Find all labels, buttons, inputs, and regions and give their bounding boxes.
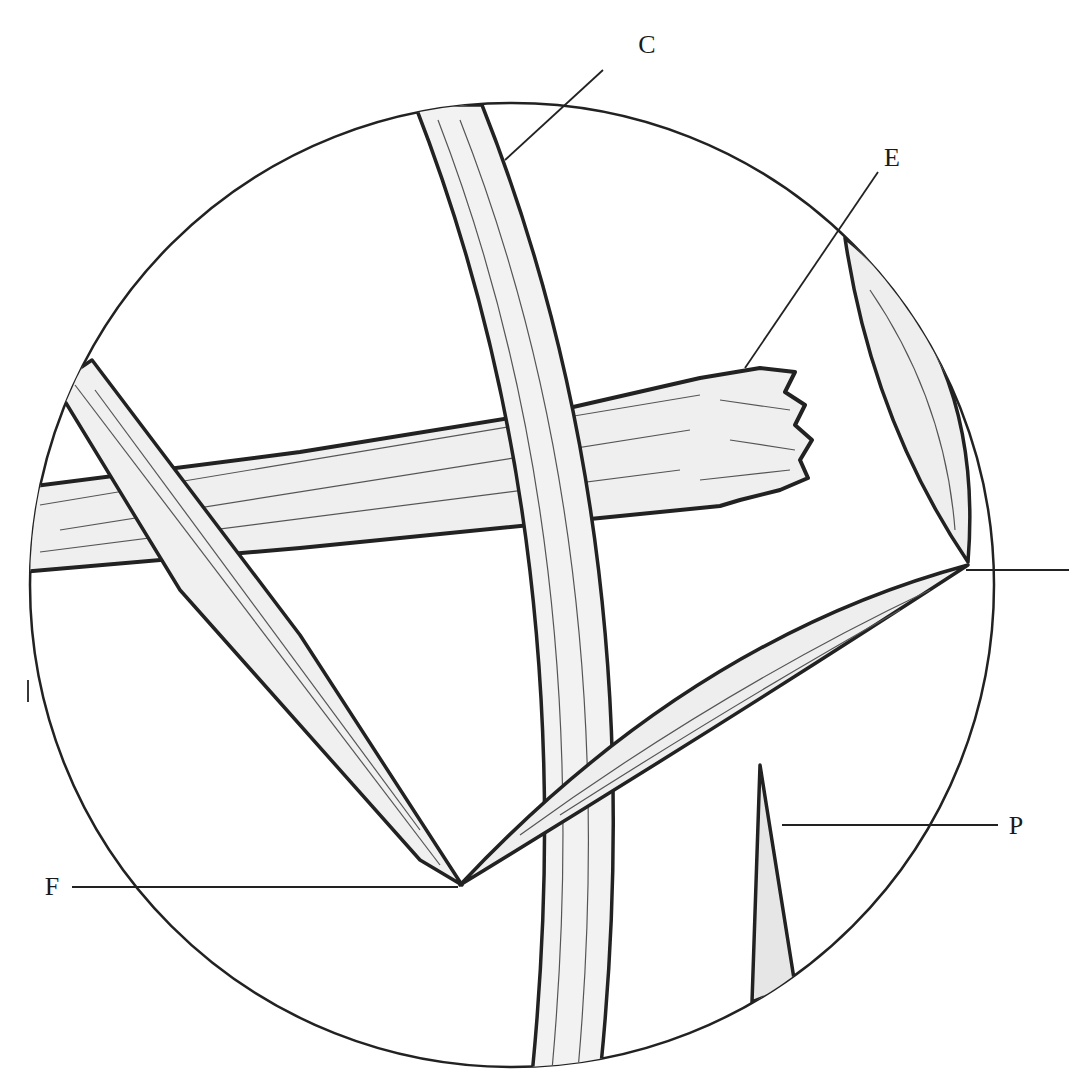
callout-letter: P (1006, 812, 1026, 840)
fiber-right (845, 238, 970, 562)
leader-line (72, 886, 458, 888)
fiber-p (752, 765, 795, 1002)
fiber-c (415, 105, 613, 1070)
callout-letter: E (881, 144, 903, 172)
fiber-diagonal (55, 360, 462, 885)
callout-letter: C (635, 31, 658, 59)
fiber-spindle (460, 565, 968, 885)
leader-line (782, 824, 998, 826)
callout-letter: F (42, 873, 62, 901)
leader-line (745, 172, 878, 368)
leader-line (966, 569, 1069, 571)
leader-line (27, 680, 29, 702)
leader-line (505, 70, 603, 160)
